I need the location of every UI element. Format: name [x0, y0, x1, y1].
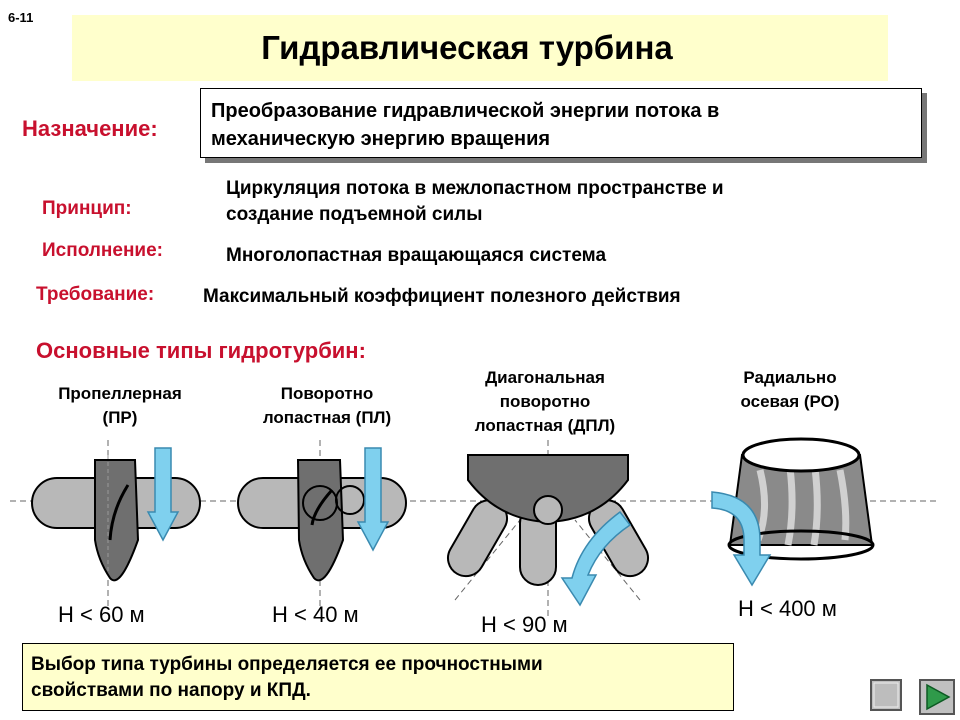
caption-line: Поворотно: [280, 384, 374, 403]
caption-line: осевая (РО): [740, 392, 840, 411]
slide-number: 6-11: [8, 10, 34, 25]
head-value-radial-axial: H < 400 м: [738, 596, 837, 621]
rotary-blade-turbine-caption: Поворотно лопастная (ПЛ): [232, 382, 422, 430]
execution-text: Многолопастная вращающаяся система: [226, 245, 607, 266]
principle-label: Принцип:: [42, 198, 132, 219]
flow-arrow-icon: [560, 510, 632, 607]
caption-line: Пропеллерная: [58, 384, 182, 403]
play-forward-icon[interactable]: [919, 679, 955, 715]
rotary-blade-turbine-icon: [237, 459, 407, 582]
flow-arrow-icon: [356, 447, 390, 552]
caption-line: поворотно: [499, 392, 591, 411]
head-value-diagonal: H < 90 м: [481, 612, 568, 637]
requirement-label: Требование:: [36, 284, 155, 305]
diagonal-turbine-caption: Диагональная поворотно лопастная (ДПЛ): [440, 366, 650, 438]
turbine-types-heading: Основные типы гидротурбин:: [36, 338, 366, 363]
slide-title: Гидравлическая турбина: [261, 29, 673, 66]
principle-text-line-2: создание подъемной силы: [226, 204, 483, 225]
principle-text-line-1: Циркуляция потока в межлопастном простра…: [226, 178, 724, 199]
diagonal-turbine-icon: [447, 454, 649, 586]
caption-line: Радиально: [743, 368, 837, 387]
purpose-text-line-2: механическую энергию вращения: [211, 128, 551, 150]
back-button-icon[interactable]: [870, 679, 902, 711]
radial-axial-turbine-icon: [727, 437, 875, 561]
head-value-propeller: H < 60 м: [58, 602, 145, 627]
conclusion-box: Выбор типа турбины определяется ее прочн…: [22, 643, 734, 711]
conclusion-line-1: Выбор типа турбины определяется ее прочн…: [31, 654, 543, 675]
radial-axial-turbine-caption: Радиально осевая (РО): [700, 366, 880, 414]
purpose-box: Преобразование гидравлической энергии по…: [200, 88, 922, 158]
caption-line: лопастная (ДПЛ): [474, 416, 616, 435]
purpose-label: Назначение:: [22, 116, 158, 141]
caption-line: (ПР): [102, 408, 138, 427]
title-banner: Гидравлическая турбина: [72, 15, 888, 81]
purpose-text-line-1: Преобразование гидравлической энергии по…: [211, 100, 720, 122]
flow-arrow-icon: [711, 491, 772, 587]
requirement-text: Максимальный коэффициент полезного дейст…: [203, 286, 681, 307]
head-value-rotary-blade: H < 40 м: [272, 602, 359, 627]
execution-label: Исполнение:: [42, 240, 163, 261]
caption-line: лопастная (ПЛ): [262, 408, 392, 427]
conclusion-line-2: свойствами по напору и КПД.: [31, 680, 311, 701]
principle-text: Циркуляция потока в межлопастном простра…: [226, 176, 906, 228]
caption-line: Диагональная: [485, 368, 605, 387]
propeller-turbine-caption: Пропеллерная (ПР): [30, 382, 210, 430]
flow-arrow-icon: [146, 447, 180, 542]
